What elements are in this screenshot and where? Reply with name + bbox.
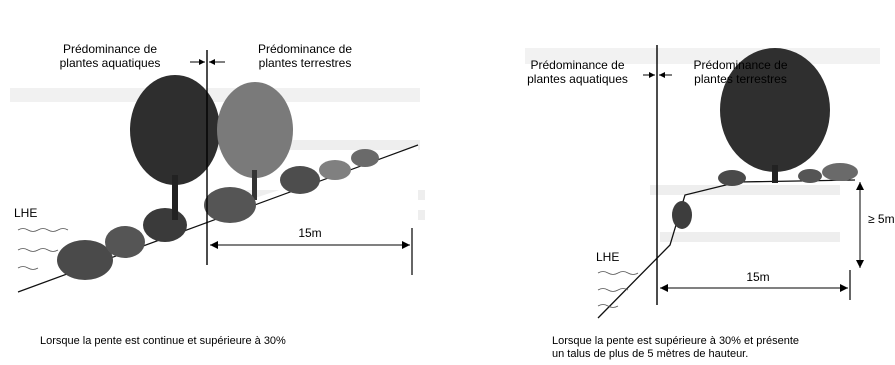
left-vegetation — [57, 75, 379, 280]
right-vegetation — [672, 48, 858, 229]
right-water — [597, 271, 639, 308]
left-terrestrial-label: Prédominance de plantes terrestres — [257, 42, 353, 70]
right-height-label: ≥ 5m — [868, 212, 895, 226]
left-water-label: LHE — [14, 206, 38, 220]
left-aquatic-label: Prédominance de plantes aquatiques — [59, 42, 161, 70]
right-terrestrial-label: Prédominance de plantes terrestres — [693, 58, 788, 86]
right-ground — [597, 179, 856, 319]
right-distance-label: 15m — [746, 270, 770, 284]
right-aquatic-label: Prédominance de plantes aquatiques — [527, 58, 628, 86]
left-illustration — [10, 50, 425, 295]
right-water-label: LHE — [596, 250, 620, 264]
right-illustration — [525, 45, 880, 319]
left-caption: Lorsque la pente est continue et supérie… — [40, 335, 286, 347]
right-diagram: Prédominance de plantes aquatiques Prédo… — [510, 0, 895, 365]
left-distance-label: 15m — [298, 226, 322, 240]
left-water — [17, 228, 69, 270]
right-caption: Lorsque la pente est supérieure à 30% et… — [552, 335, 800, 360]
left-diagram: Prédominance de plantes aquatiques Prédo… — [0, 0, 430, 365]
